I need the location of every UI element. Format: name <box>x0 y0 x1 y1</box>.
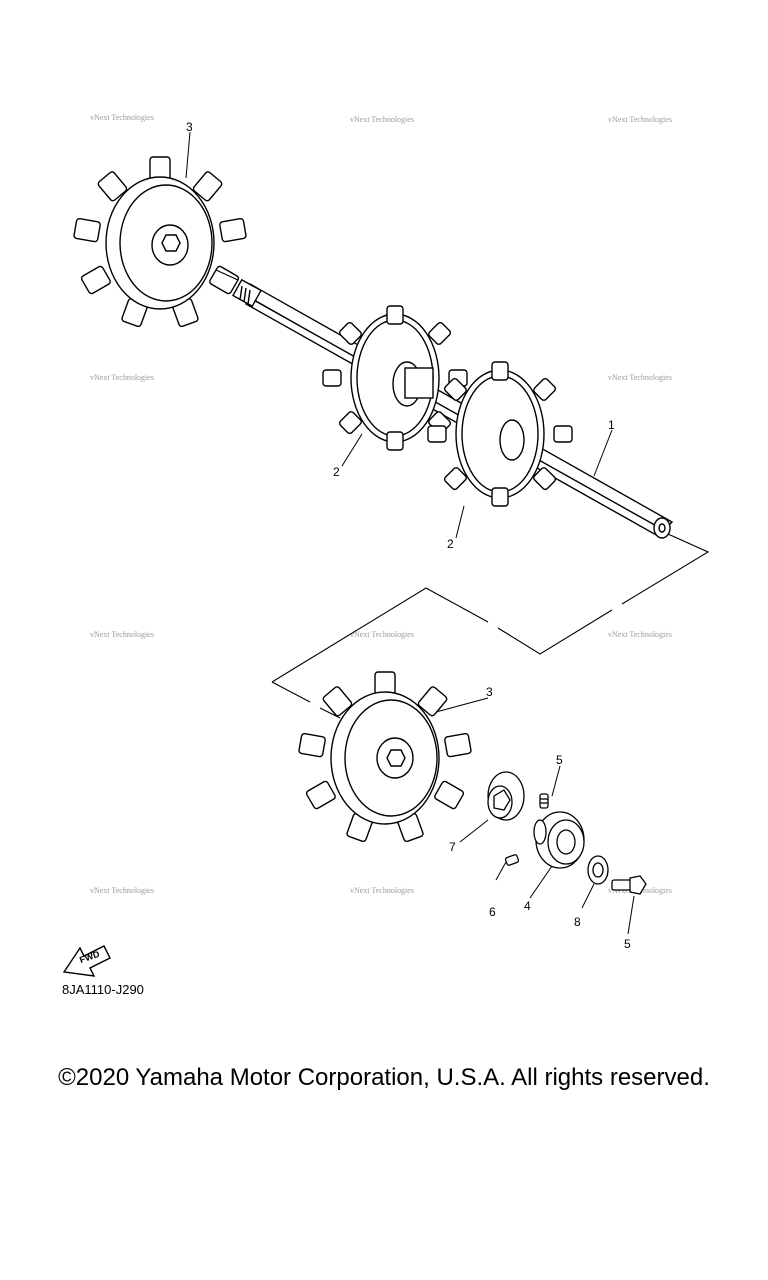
callout-5-bottom: 6 <box>489 905 496 919</box>
watermark: vNext Technologies <box>90 630 154 639</box>
callout-6: 7 <box>449 840 456 854</box>
callout-2-right: 2 <box>447 537 454 551</box>
small-parts <box>487 771 647 895</box>
sprocket-middle-left <box>322 305 468 451</box>
spacer-7 <box>587 855 609 885</box>
callout-8: 5 <box>624 937 631 951</box>
watermark: vNext Technologies <box>350 115 414 124</box>
drive-shaft <box>232 278 674 539</box>
bolt-8 <box>611 875 647 895</box>
sprocket-middle-right <box>427 361 573 507</box>
callout-5-top: 5 <box>556 753 563 767</box>
watermark: vNext Technologies <box>90 113 154 122</box>
callout-3-top: 3 <box>186 120 193 134</box>
callout-4: 4 <box>524 899 531 913</box>
assembly-outline <box>215 269 710 719</box>
callout-3-bottom: 3 <box>486 685 493 699</box>
callouts: 3 1 2 2 3 5 7 6 4 8 5 <box>186 120 631 951</box>
callout-1: 1 <box>608 418 615 432</box>
leader-lines <box>185 131 635 935</box>
watermark: vNext Technologies <box>608 630 672 639</box>
watermark: vNext Technologies <box>350 886 414 895</box>
watermark: vNext Technologies <box>90 886 154 895</box>
bearing-4 <box>533 811 585 869</box>
sprocket-top <box>73 156 247 328</box>
set-screw-5-bottom <box>504 854 520 866</box>
sprocket-bottom <box>298 671 472 843</box>
collar-6 <box>487 771 525 821</box>
copyright-notice: ©2020 Yamaha Motor Corporation, U.S.A. A… <box>58 1064 710 1091</box>
watermark: vNext Technologies <box>90 373 154 382</box>
set-screw-5-top <box>539 793 549 809</box>
exploded-parts-diagram: vNext Technologies vNext Technologies vN… <box>62 113 710 977</box>
watermark: vNext Technologies <box>350 630 414 639</box>
watermark: vNext Technologies <box>608 373 672 382</box>
fwd-arrow-icon: FWD <box>62 945 111 977</box>
diagram-part-code: 8JA1110-J290 <box>62 982 144 997</box>
watermark: vNext Technologies <box>608 115 672 124</box>
callout-7: 8 <box>574 915 581 929</box>
callout-2-left: 2 <box>333 465 340 479</box>
